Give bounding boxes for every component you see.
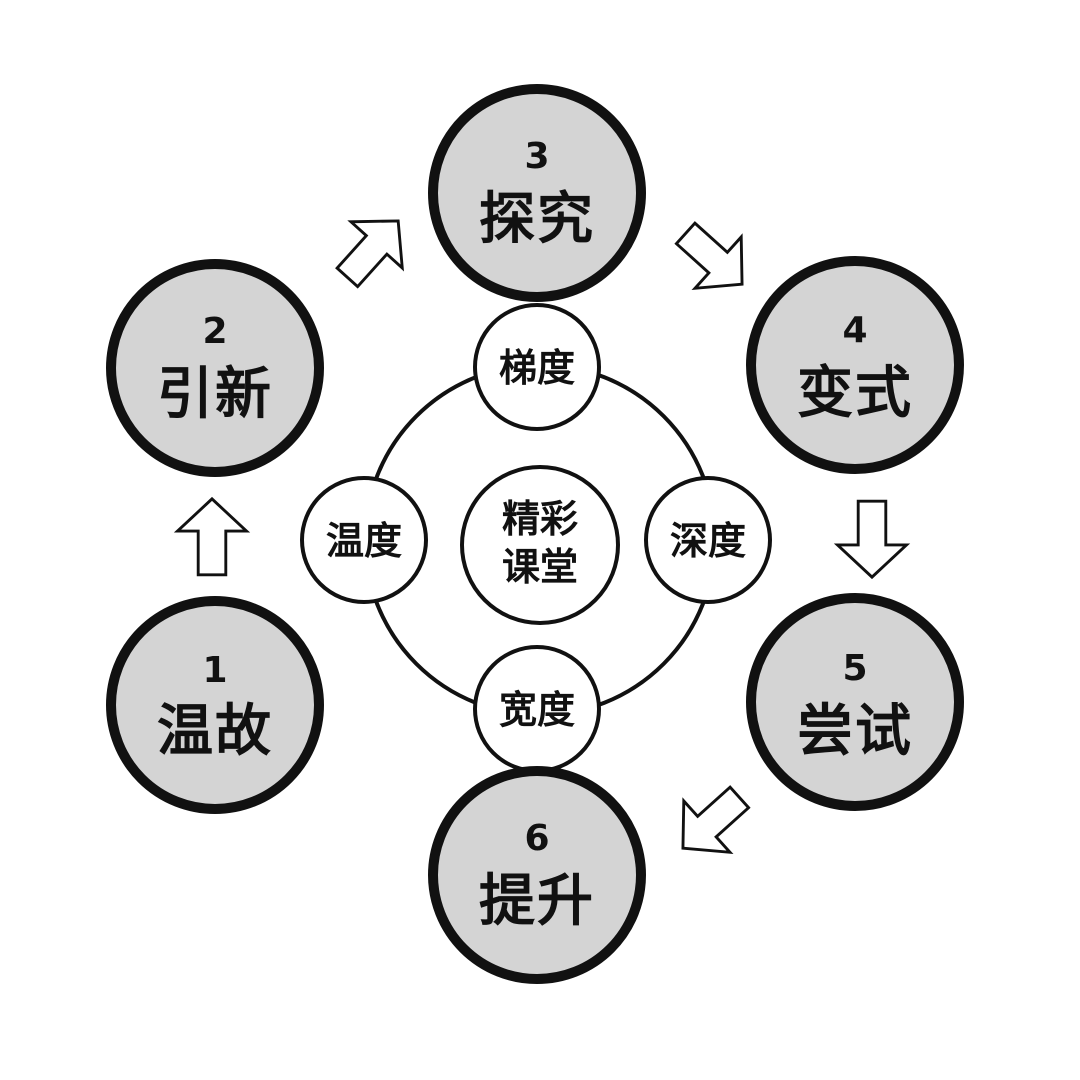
dimension-node-right: 深度	[644, 476, 772, 604]
arrow-icon-1-to-2	[173, 496, 251, 577]
center-label-line2: 课堂	[502, 545, 578, 589]
dimension-circle-left	[300, 476, 428, 604]
step-number-1: 1	[202, 650, 227, 691]
step-label-5: 尝试	[797, 699, 913, 764]
step-node-3: 3 探究	[428, 84, 646, 302]
dimension-label-bottom: 宽度	[499, 688, 575, 732]
step-number-2: 2	[202, 311, 227, 352]
step-label-2: 引新	[157, 362, 273, 427]
dimension-node-top: 梯度	[473, 303, 601, 431]
dimension-circle-right	[644, 476, 772, 604]
dimension-node-left: 温度	[300, 476, 428, 604]
step-node-6: 6 提升	[428, 766, 646, 984]
dimension-label-right: 深度	[670, 519, 746, 563]
step-label-4: 变式	[797, 361, 913, 426]
step-node-1: 1 温故	[106, 596, 324, 814]
step-number-4: 4	[842, 310, 867, 351]
step-number-3: 3	[524, 136, 549, 177]
arrow-icon-5-to-6	[681, 785, 751, 855]
step-label-3: 探究	[479, 187, 595, 252]
dimension-label-left: 温度	[326, 519, 402, 563]
arrow-icon-3-to-4	[674, 221, 744, 291]
step-circle-6	[428, 766, 646, 984]
center-circle	[460, 465, 620, 625]
arrow-icon-2-to-3	[335, 219, 405, 289]
step-number-6: 6	[524, 818, 549, 859]
step-circle-2	[106, 259, 324, 477]
step-circle-5	[746, 593, 964, 811]
step-node-2: 2 引新	[106, 259, 324, 477]
dimension-circle-top	[473, 303, 601, 431]
step-circle-3	[428, 84, 646, 302]
step-node-4: 4 变式	[746, 256, 964, 474]
step-label-1: 温故	[157, 699, 273, 764]
step-circle-4	[746, 256, 964, 474]
dimension-label-top: 梯度	[499, 346, 575, 390]
step-node-5: 5 尝试	[746, 593, 964, 811]
step-circle-1	[106, 596, 324, 814]
dimension-node-bottom: 宽度	[473, 645, 601, 773]
center-node: 精彩 课堂	[460, 465, 620, 625]
step-label-6: 提升	[479, 869, 595, 934]
arrow-icon-4-to-5	[833, 499, 911, 580]
step-number-5: 5	[842, 648, 867, 689]
center-label-line1: 精彩	[502, 497, 578, 541]
